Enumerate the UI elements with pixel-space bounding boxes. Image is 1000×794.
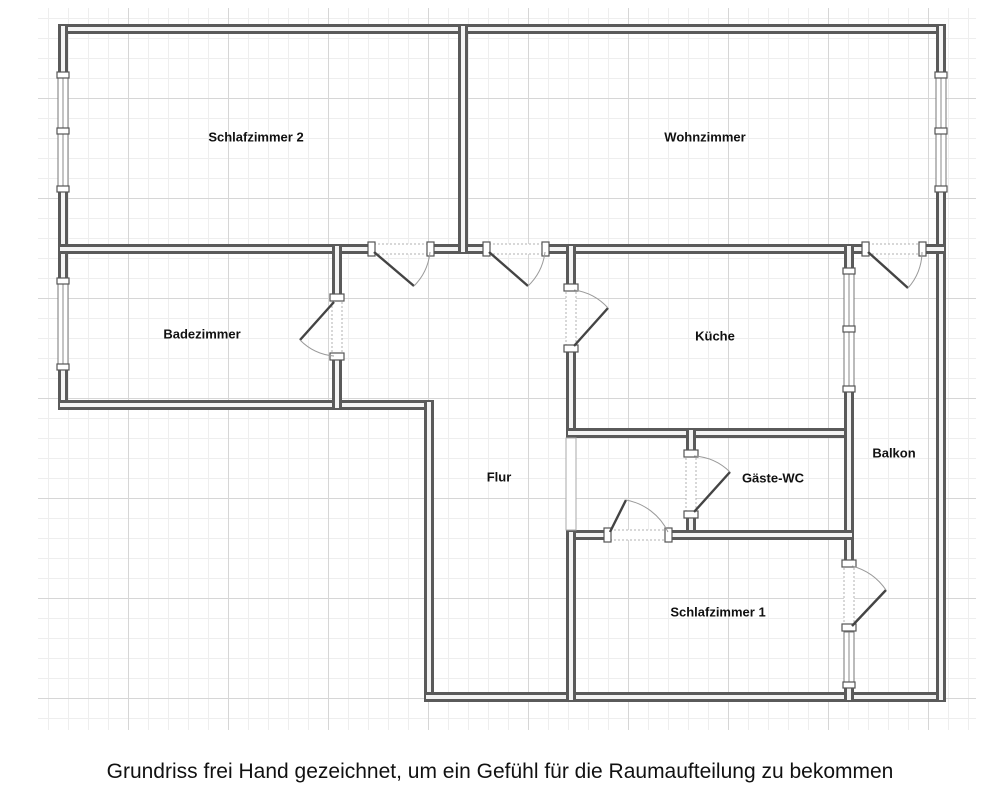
room-label-gaeste-wc: Gäste-WC	[742, 470, 805, 485]
room-label-schlafzimmer-2: Schlafzimmer 2	[208, 129, 303, 144]
floor-plan: Schlafzimmer 2 Wohnzimmer Badezimmer Küc…	[56, 24, 948, 702]
windows	[56, 71, 948, 689]
room-label-schlafzimmer-1: Schlafzimmer 1	[670, 604, 765, 619]
room-label-wohnzimmer: Wohnzimmer	[664, 129, 745, 144]
room-label-kueche: Küche	[695, 328, 735, 343]
door-swings	[299, 251, 923, 627]
walls	[58, 24, 946, 702]
floor-plan-grid	[38, 8, 976, 730]
room-label-flur: Flur	[487, 469, 512, 484]
door-openings	[329, 241, 927, 632]
room-label-badezimmer: Badezimmer	[163, 326, 240, 341]
room-labels: Schlafzimmer 2 Wohnzimmer Badezimmer Küc…	[163, 129, 915, 619]
room-label-balkon: Balkon	[872, 445, 915, 460]
figure-caption: Grundriss frei Hand gezeichnet, um ein G…	[106, 760, 894, 783]
